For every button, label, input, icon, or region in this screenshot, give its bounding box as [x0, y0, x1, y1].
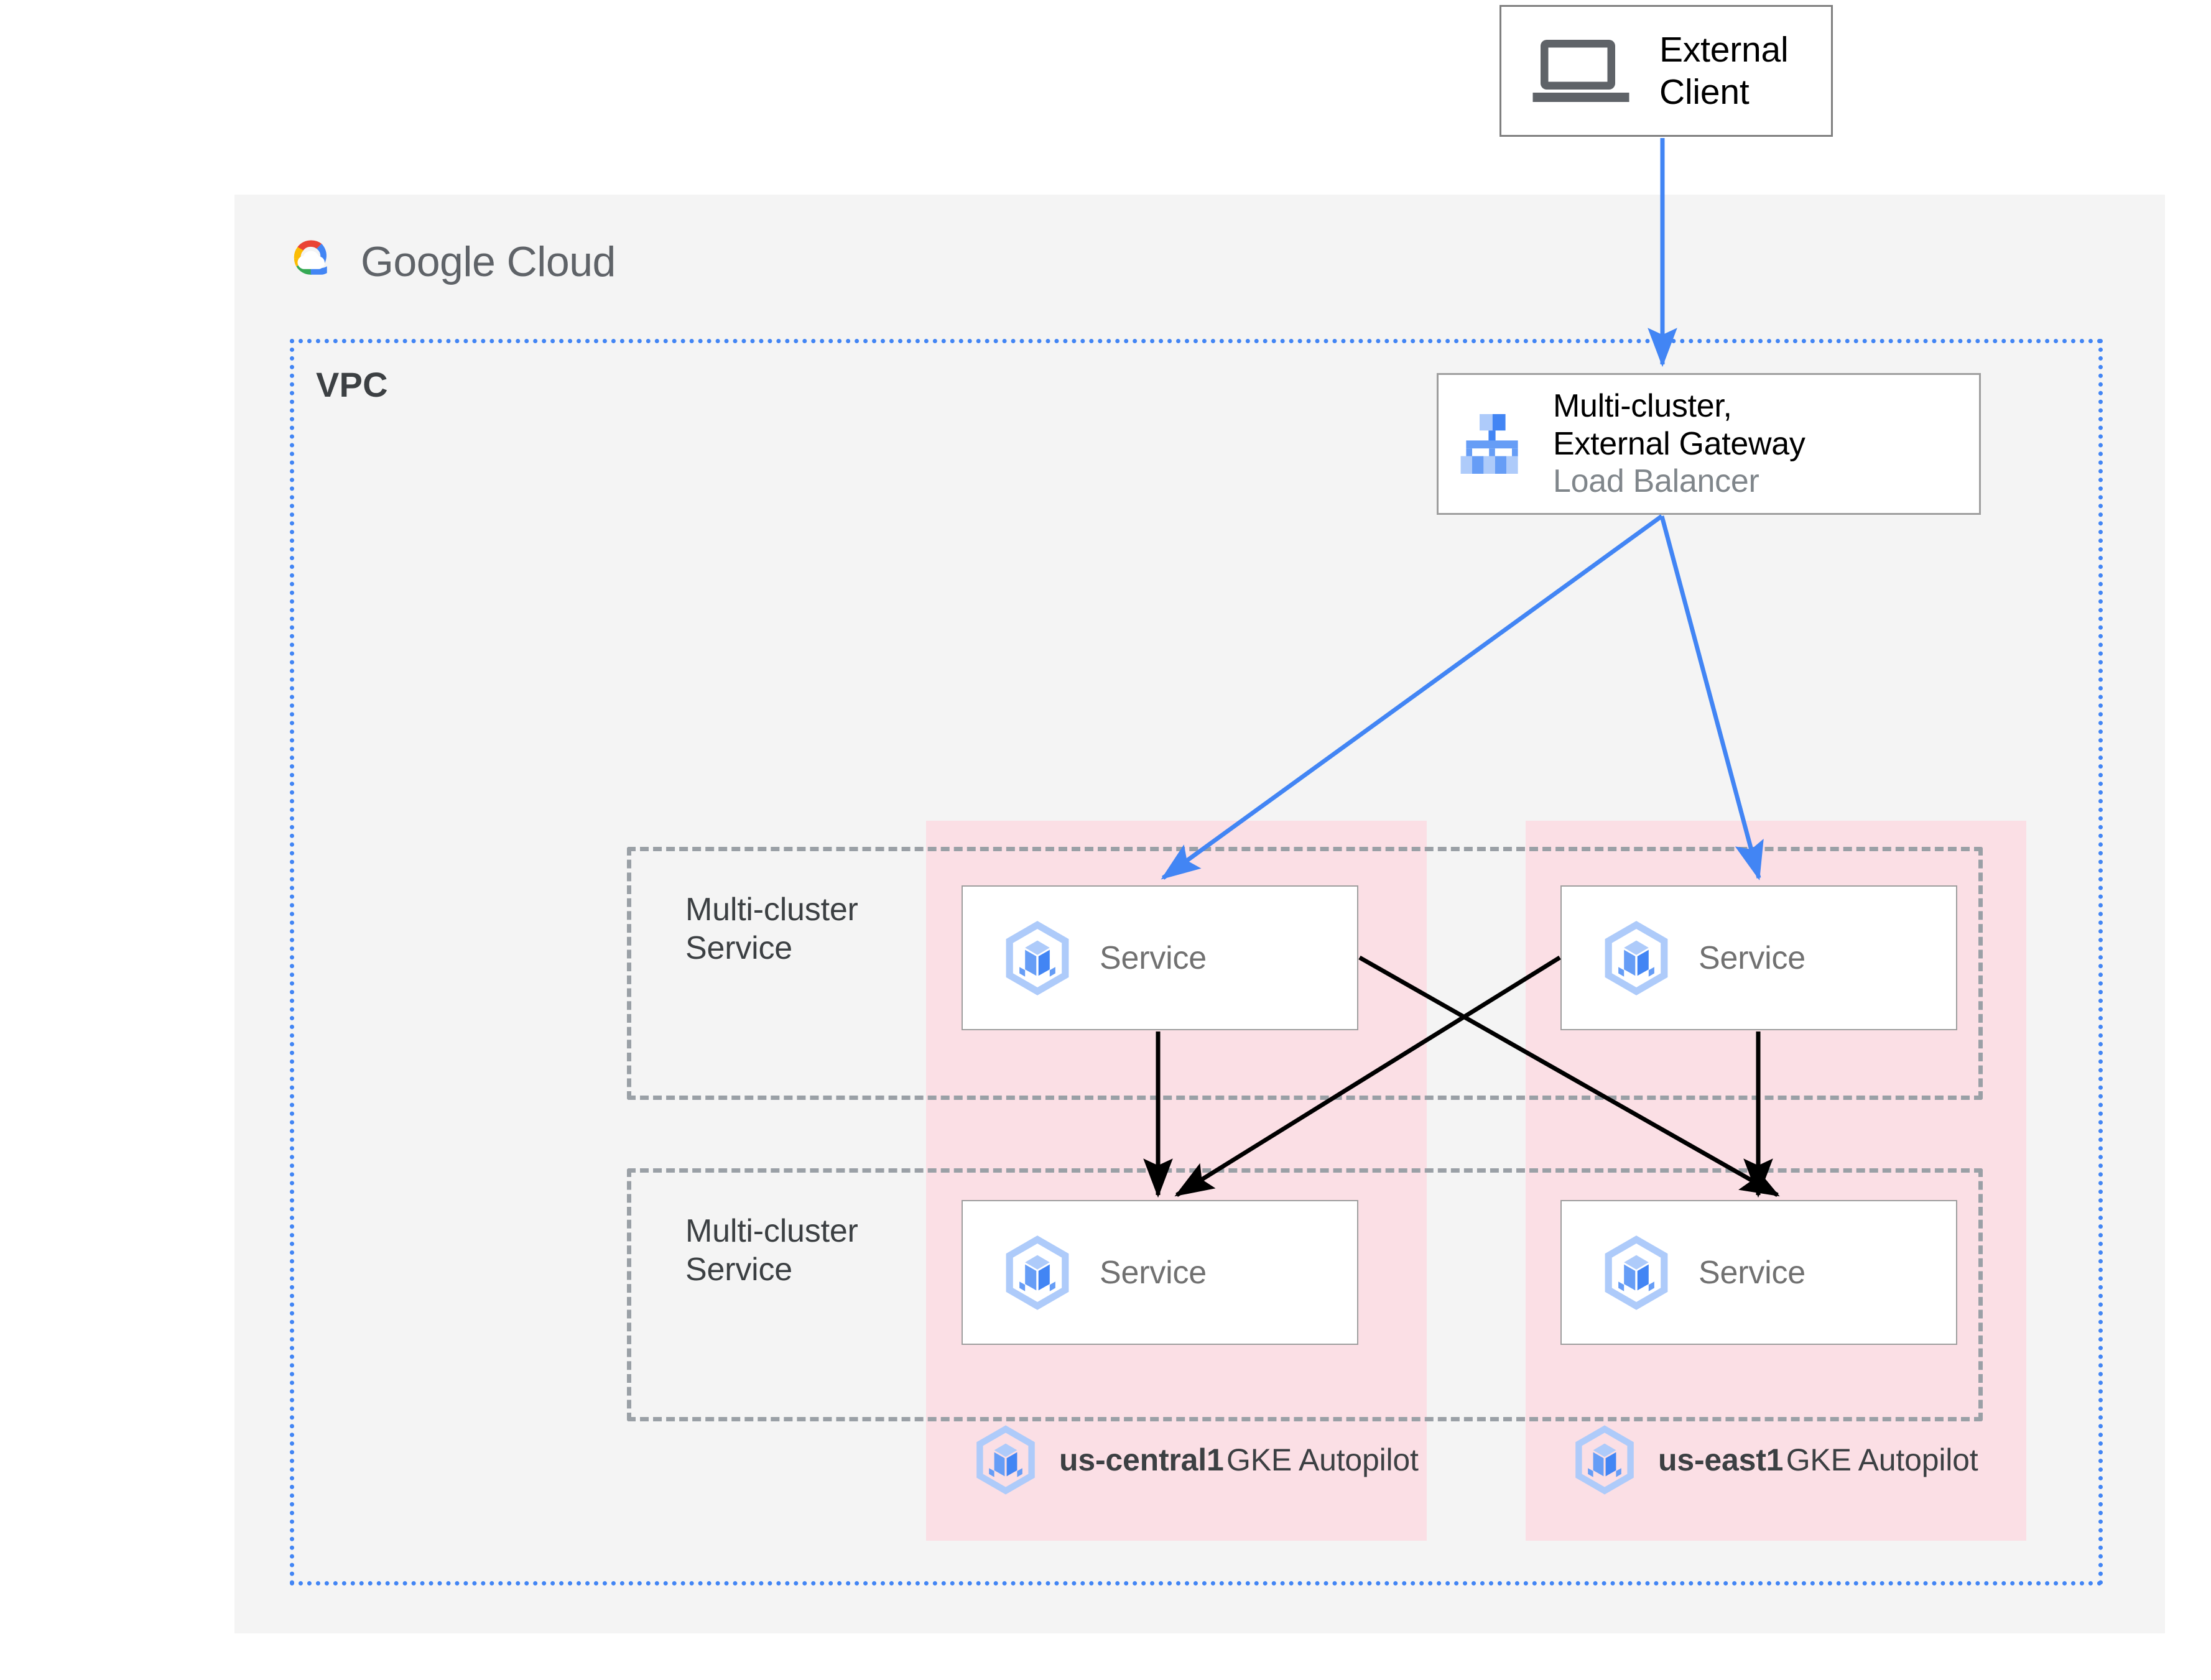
external-client-label: External Client — [1659, 29, 1789, 114]
service-label: Service — [1100, 1254, 1207, 1291]
gke-service-icon — [1601, 1235, 1671, 1311]
mcs-label-2-line2: Service — [685, 1252, 792, 1288]
load-balancer-icon — [1452, 404, 1532, 484]
cluster-footer-us-central1: us-central1 GKE Autopilot — [973, 1424, 1419, 1496]
external-client-line1: External — [1659, 29, 1789, 70]
cluster-name: us-central1 — [1059, 1442, 1224, 1477]
cluster-footer-text: us-central1 GKE Autopilot — [1059, 1441, 1419, 1479]
service-box-bottom-left[interactable]: Service — [962, 1200, 1358, 1345]
vpc-label: VPC — [316, 365, 388, 404]
gateway-text: Multi-cluster, External Gateway Load Bal… — [1553, 387, 1805, 501]
service-box-bottom-right[interactable]: Service — [1560, 1200, 1957, 1345]
gke-service-icon — [1003, 920, 1072, 996]
external-client-box[interactable]: External Client — [1499, 5, 1833, 137]
google-cloud-branding: Google Cloud — [281, 229, 716, 295]
multicluster-external-gateway-box[interactable]: Multi-cluster, External Gateway Load Bal… — [1437, 373, 1981, 515]
gke-service-icon — [1003, 1235, 1072, 1311]
gke-service-icon — [1601, 920, 1671, 996]
cluster-type: GKE Autopilot — [1226, 1442, 1419, 1477]
multicluster-service-label-2: Multi-cluster Service — [685, 1212, 858, 1290]
external-client-line2: Client — [1659, 72, 1750, 112]
wordmark-cloud: Cloud — [495, 238, 616, 285]
service-label: Service — [1100, 939, 1207, 976]
cluster-name: us-east1 — [1658, 1442, 1784, 1477]
gke-cluster-icon — [1572, 1424, 1637, 1496]
cluster-type: GKE Autopilot — [1786, 1442, 1978, 1477]
vpc-boundary — [290, 339, 2103, 1585]
service-label: Service — [1699, 1254, 1805, 1291]
gateway-subtitle: Load Balancer — [1553, 463, 1759, 500]
google-cloud-logo-icon — [281, 233, 340, 291]
service-label: Service — [1699, 939, 1805, 976]
laptop-icon — [1531, 37, 1631, 105]
mcs-label-1-line1: Multi-cluster — [685, 892, 858, 928]
gateway-title-line2: External Gateway — [1553, 425, 1805, 462]
multicluster-service-label-1: Multi-cluster Service — [685, 890, 858, 968]
mcs-label-2-line1: Multi-cluster — [685, 1213, 858, 1249]
cluster-footer-text: us-east1 GKE Autopilot — [1658, 1441, 1978, 1479]
gke-cluster-icon — [973, 1424, 1038, 1496]
cluster-footer-us-east1: us-east1 GKE Autopilot — [1572, 1424, 1978, 1496]
google-cloud-wordmark: Google Cloud — [361, 238, 616, 286]
wordmark-google: Google — [361, 238, 496, 285]
service-box-top-right[interactable]: Service — [1560, 885, 1957, 1030]
service-box-top-left[interactable]: Service — [962, 885, 1358, 1030]
mcs-label-1-line2: Service — [685, 930, 792, 967]
gateway-title-line1: Multi-cluster, — [1553, 387, 1732, 424]
